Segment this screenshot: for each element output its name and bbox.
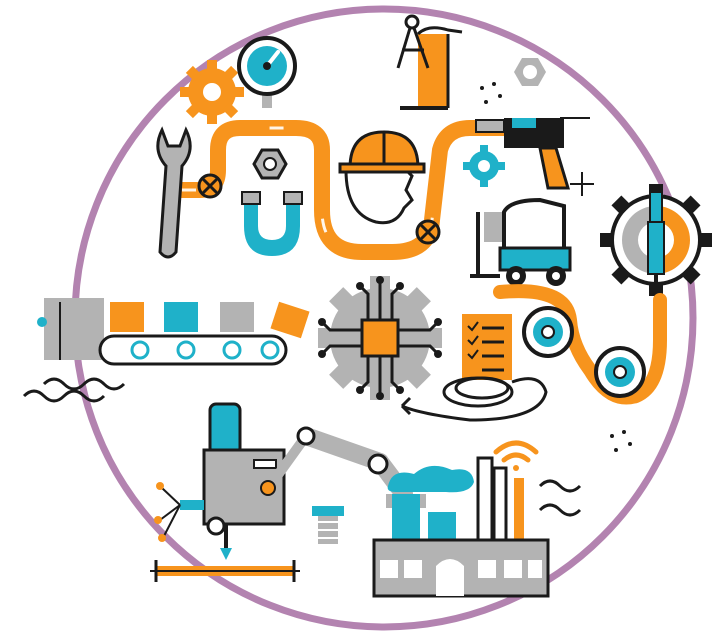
pulley-icon (522, 306, 574, 358)
wrench-icon (156, 126, 192, 259)
gear-icon (180, 60, 244, 124)
gear-icon (463, 145, 505, 187)
drafting-compass-icon (396, 14, 430, 69)
worker-hardhat-icon (338, 130, 426, 225)
hex-nut-icon (514, 58, 546, 86)
cnc-mill-machine-icon (150, 402, 300, 582)
power-drill-icon (475, 117, 594, 196)
horseshoe-magnet-icon (241, 191, 303, 256)
pipe-valve-icon (197, 173, 223, 199)
bolt-icon (312, 506, 344, 544)
hex-nut-icon (252, 148, 288, 180)
blueprint-scroll-icon (400, 26, 463, 110)
wave-lines (22, 377, 126, 403)
pulley-belt (493, 284, 667, 405)
factory-icon (372, 456, 550, 598)
pressure-gauge-icon (237, 36, 297, 108)
microchip-gear-icon (318, 276, 442, 400)
sparkle-dots (480, 82, 632, 452)
orange-pipe (174, 120, 528, 260)
screwdriver-gear-icon (600, 184, 712, 312)
wifi-signal-icon (493, 440, 539, 471)
pipe-valve-icon (415, 219, 441, 245)
pulley-icon (594, 346, 646, 398)
conveyor-belt-icon (37, 298, 310, 366)
wave-lines (538, 479, 582, 517)
cable-coil-icon (400, 376, 548, 422)
checklist-clipboard-icon (462, 314, 512, 380)
forklift-icon (470, 197, 572, 286)
